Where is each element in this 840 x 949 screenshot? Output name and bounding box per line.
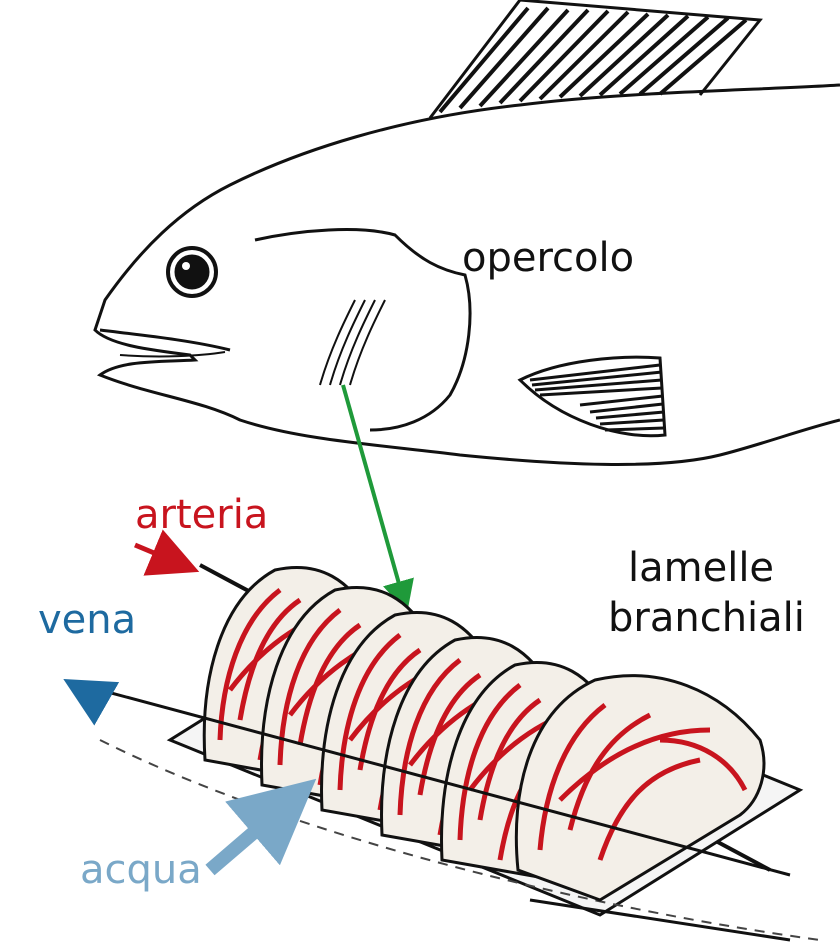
water-arrow xyxy=(210,797,295,870)
fish-drawing xyxy=(95,0,840,464)
dorsal-fin xyxy=(430,0,760,118)
fish-eye xyxy=(168,248,216,296)
pectoral-fin xyxy=(520,357,665,436)
artery-arrow xyxy=(135,545,190,568)
label-branchiali: branchiali xyxy=(608,598,805,638)
label-arteria: arteria xyxy=(135,495,268,535)
label-lamelle: lamelle xyxy=(628,548,774,588)
label-acqua: acqua xyxy=(80,850,202,890)
vein-arrow xyxy=(72,684,100,700)
label-opercolo: opercolo xyxy=(462,238,634,278)
label-vena: vena xyxy=(38,600,136,640)
gill-slits xyxy=(320,300,385,385)
fish-mouth xyxy=(100,330,230,350)
pointer-arrow xyxy=(343,385,405,605)
operculum-edge xyxy=(255,230,470,430)
